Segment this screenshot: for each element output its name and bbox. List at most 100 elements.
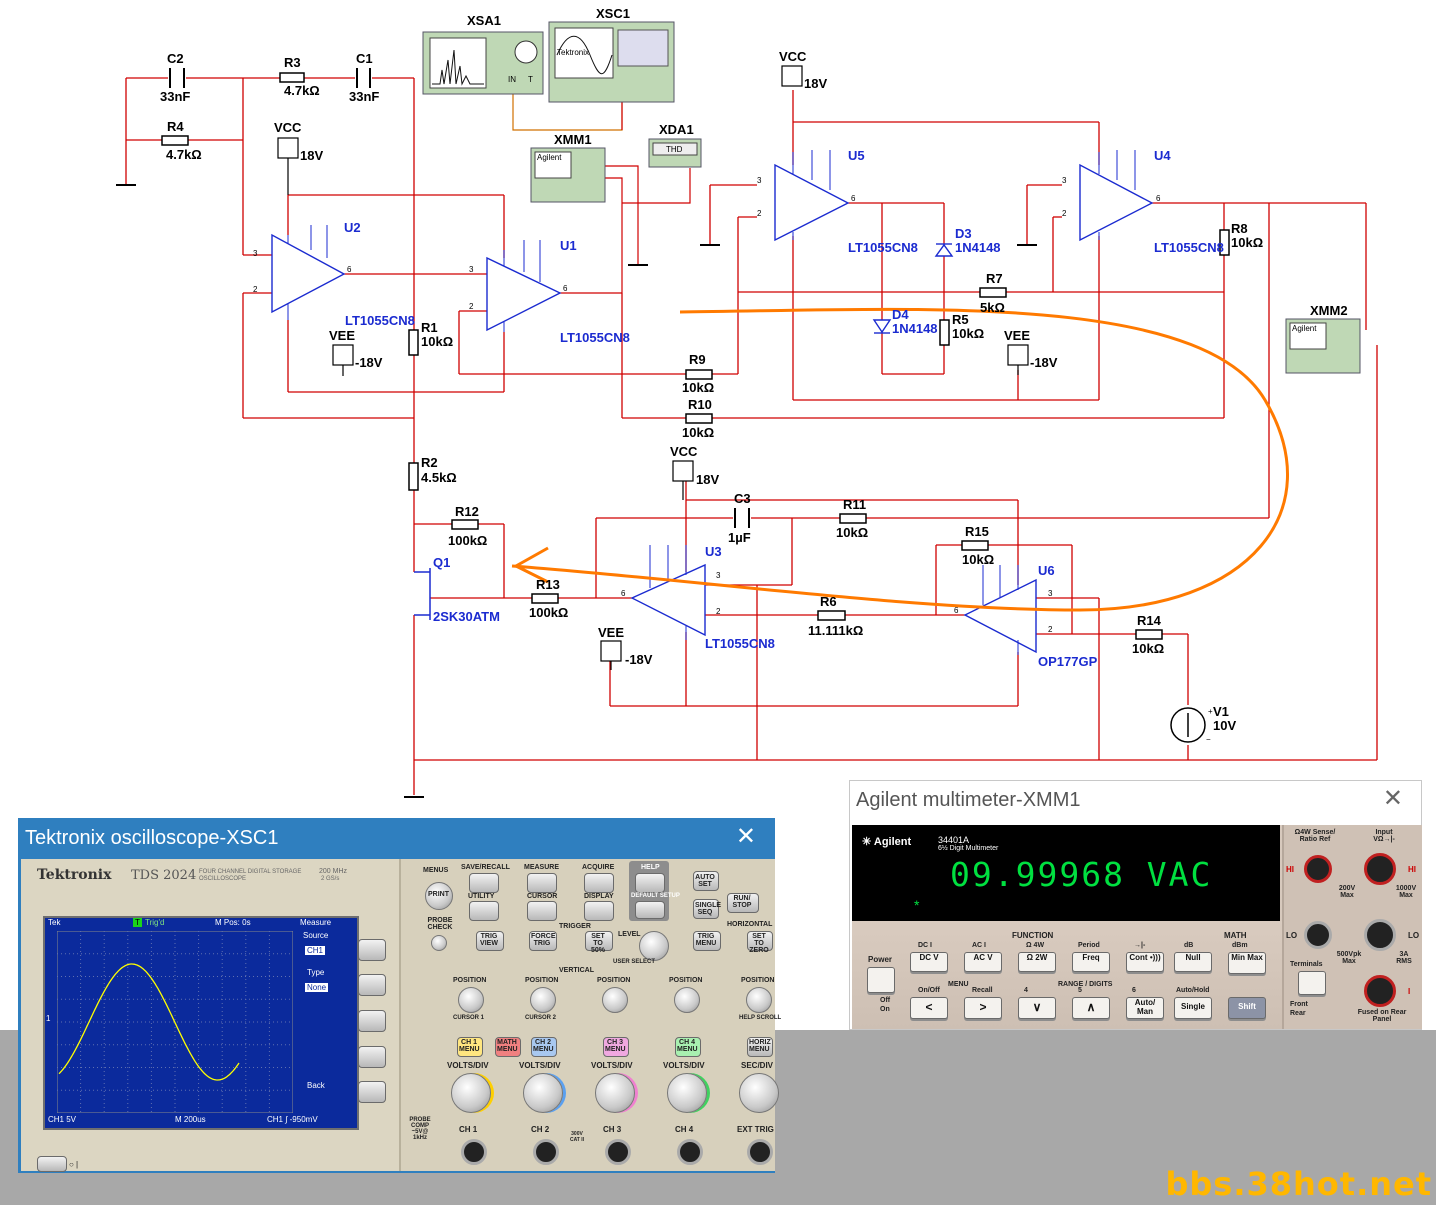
dmm-ohm2w-key[interactable]: Ω 2W — [1018, 952, 1056, 972]
scope-sec-div-knob[interactable] — [739, 1073, 779, 1113]
dmm-power-button[interactable] — [867, 967, 895, 993]
scope-print-button[interactable] — [425, 882, 453, 910]
dmm-acv-key[interactable]: AC V — [964, 952, 1002, 972]
scope-ch3-menu-label: CH 3 MENU — [605, 1039, 626, 1053]
dmm-up-key[interactable]: ∧ — [1072, 997, 1110, 1019]
scope-ch2-menu-button[interactable] — [531, 1037, 557, 1057]
dmm-sense-hi-jack[interactable] — [1304, 855, 1332, 883]
dmm-left-key[interactable]: < — [910, 997, 948, 1019]
scope-ch4-bnc-input[interactable] — [677, 1139, 703, 1165]
scope-ch4-position-knob[interactable] — [674, 987, 700, 1013]
scope-default-setup-button[interactable] — [635, 901, 665, 919]
scope-ch1-position-knob[interactable] — [458, 987, 484, 1013]
scope-trig-view-button[interactable] — [476, 931, 504, 951]
scope-power-button[interactable] — [37, 1156, 67, 1172]
scope-option-button-5[interactable] — [358, 1081, 386, 1103]
scope-force-trig-button[interactable] — [529, 931, 557, 951]
scope-ch1-menu-button[interactable] — [457, 1037, 483, 1057]
dmm-freq-key[interactable]: Freq — [1072, 952, 1110, 972]
scope-set-to-50-button[interactable] — [585, 931, 613, 951]
multimeter-window[interactable]: Agilent multimeter-XMM1 ✕ ✳ Agilent 3440… — [849, 780, 1422, 1030]
instrument-xsc1[interactable] — [548, 21, 675, 103]
scope-ch2-volts-div-label: VOLTS/DIV — [519, 1061, 561, 1070]
scope-probe-check-button[interactable] — [431, 935, 447, 951]
scope-type-value[interactable]: None — [305, 983, 329, 992]
scope-ch2-bnc-input[interactable] — [533, 1139, 559, 1165]
scope-level-label: LEVEL — [618, 931, 641, 938]
scope-option-button-3[interactable] — [358, 1010, 386, 1032]
scope-single-seq-button[interactable] — [693, 899, 719, 919]
label-u2: U2 — [344, 220, 361, 235]
scope-ch2-position-knob[interactable] — [530, 987, 556, 1013]
dmm-shift-key[interactable]: Shift — [1228, 997, 1266, 1019]
dmm-cont-key[interactable]: Cont •))) — [1126, 952, 1164, 972]
scope-ch1-volts-div-knob[interactable] — [451, 1073, 491, 1113]
close-icon[interactable]: ✕ — [735, 823, 756, 850]
scope-help-label: HELP — [641, 864, 660, 871]
dmm-down-key[interactable]: ∨ — [1018, 997, 1056, 1019]
dmm-auto-man-key[interactable]: Auto/ Man — [1126, 997, 1164, 1019]
dmm-dci-label: DC I — [918, 942, 932, 949]
label-q1: Q1 — [433, 555, 450, 570]
scope-ch3-bnc-input[interactable] — [605, 1139, 631, 1165]
scope-option-button-4[interactable] — [358, 1046, 386, 1068]
scope-help-scroll-label: HELP SCROLL — [739, 1015, 782, 1021]
dmm-input-lo-jack[interactable] — [1364, 919, 1396, 951]
instrument-xmm2[interactable] — [1285, 318, 1361, 374]
scope-run-stop-button[interactable] — [727, 893, 759, 913]
scope-set-to-zero-button[interactable] — [747, 931, 773, 951]
scope-source-value[interactable]: CH1 — [305, 946, 326, 955]
scope-help-button[interactable] — [635, 873, 665, 893]
scope-brand: Tektronix — [37, 867, 112, 883]
label-v1: V1 — [1213, 704, 1229, 719]
label-r11: R11 — [843, 497, 866, 512]
scope-save-recall-button[interactable] — [469, 873, 499, 893]
scope-bandwidth: 200 MHz — [319, 868, 348, 875]
oscilloscope-window[interactable]: Tektronix oscilloscope-XSC1 ✕ Tektronix … — [18, 818, 781, 1173]
label-r5: R5 — [952, 312, 969, 327]
scope-ch3-menu-button[interactable] — [603, 1037, 629, 1057]
instrument-xsa1[interactable] — [422, 31, 544, 95]
dmm-right-key[interactable]: > — [964, 997, 1002, 1019]
label-thd: THD — [666, 145, 683, 154]
dmm-null-key[interactable]: Null — [1174, 952, 1212, 972]
scope-math-menu-button[interactable] — [495, 1037, 521, 1057]
dmm-dcv-key[interactable]: DC V — [910, 952, 948, 972]
scope-horiz-menu-button[interactable] — [747, 1037, 773, 1057]
dmm-current-jack[interactable] — [1364, 975, 1396, 1007]
scope-ch1-bnc-input[interactable] — [461, 1139, 487, 1165]
scope-ch4-menu-button[interactable] — [675, 1037, 701, 1057]
pin-u2-3: 3 — [253, 249, 258, 258]
scope-measure-button[interactable] — [527, 873, 557, 893]
multimeter-window-title: Agilent multimeter-XMM1 — [856, 789, 1081, 811]
instrument-xmm1[interactable] — [530, 147, 606, 203]
dmm-brand-text: Agilent — [873, 836, 912, 848]
scope-utility-button[interactable] — [469, 901, 499, 921]
scope-ch4-volts-div-knob[interactable] — [667, 1073, 707, 1113]
dmm-input-hi-jack[interactable] — [1364, 853, 1396, 885]
scope-control-panel: MENUS PRINT PROBE CHECK SAVE/RECALL UTIL… — [399, 859, 781, 1171]
scope-auto-set-button[interactable] — [693, 871, 719, 891]
dmm-single-key[interactable]: Single — [1174, 997, 1212, 1019]
scope-horiz-position-knob[interactable] — [746, 987, 772, 1013]
label-r7: R7 — [986, 271, 1003, 286]
scope-option-button-2[interactable] — [358, 974, 386, 996]
dmm-front-rear-switch[interactable] — [1298, 971, 1326, 995]
scope-trig-menu-button[interactable] — [693, 931, 721, 951]
dmm-front-label: Front — [1290, 1001, 1308, 1008]
dmm-minmax-key[interactable]: Min Max — [1228, 952, 1266, 974]
scope-ch3-volts-div-knob[interactable] — [595, 1073, 635, 1113]
instrument-xda1[interactable] — [648, 138, 702, 168]
scope-acquire-button[interactable] — [584, 873, 614, 893]
dmm-sense-lo-jack[interactable] — [1304, 921, 1332, 949]
scope-ch3-position-knob[interactable] — [602, 987, 628, 1013]
scope-display-button[interactable] — [584, 901, 614, 921]
scope-ext-trig-bnc-input[interactable] — [747, 1139, 773, 1165]
scope-back-label[interactable]: Back — [307, 1081, 325, 1090]
close-icon[interactable]: ✕ — [1382, 785, 1403, 812]
scope-trigger-level-knob[interactable] — [639, 931, 669, 961]
scope-ch2-volts-div-knob[interactable] — [523, 1073, 563, 1113]
scope-cursor-button[interactable] — [527, 901, 557, 921]
scope-option-button-1[interactable] — [358, 939, 386, 961]
value-r7: 5kΩ — [980, 300, 1005, 315]
